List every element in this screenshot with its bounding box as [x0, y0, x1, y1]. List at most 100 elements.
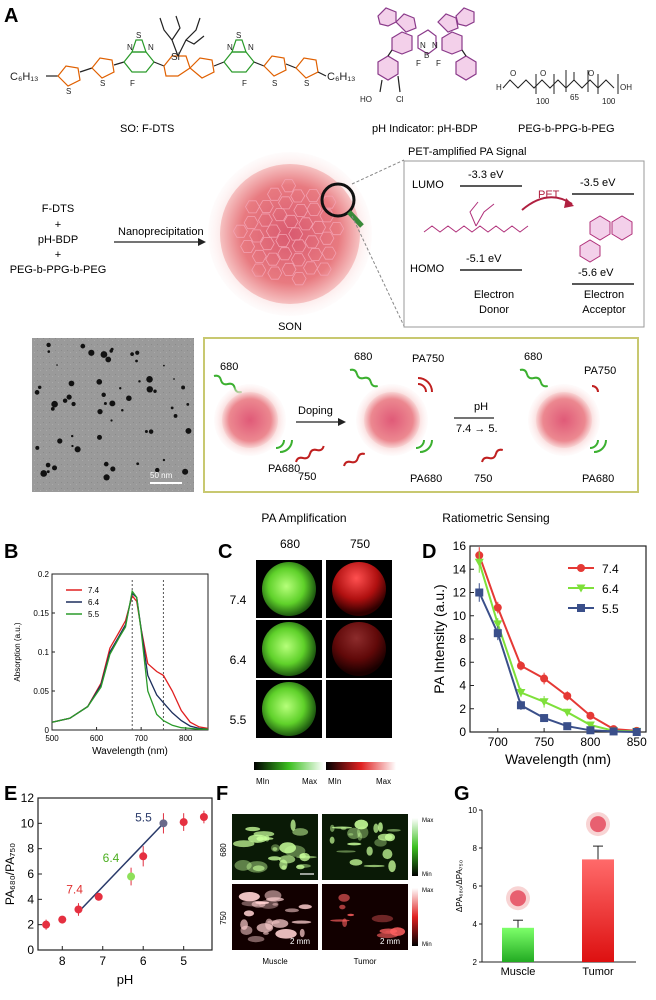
son-subunit — [265, 252, 281, 266]
data-point — [58, 915, 67, 924]
legend-label: 7.4 — [88, 586, 100, 595]
tissue-signal — [349, 859, 363, 866]
data-point — [563, 722, 572, 731]
x-tick-label: 750 — [534, 735, 554, 749]
tem-particle — [162, 458, 166, 462]
son-subunit — [291, 272, 307, 286]
zoom-line-top — [351, 159, 405, 185]
tem-particle — [155, 467, 160, 473]
data-point — [586, 711, 595, 720]
tem-particle — [97, 434, 102, 440]
son-subunit — [267, 187, 282, 201]
tissue-signal — [354, 819, 369, 830]
panel-label-f: F — [216, 783, 228, 805]
data-point — [493, 603, 502, 612]
f-label-3: F — [416, 59, 421, 68]
tem-particle — [126, 395, 132, 402]
son-subunit — [307, 248, 323, 262]
data-point — [609, 727, 618, 736]
n-label-5: N — [420, 41, 426, 50]
son-subunit — [303, 261, 318, 275]
y-tick-label: 4 — [473, 920, 478, 929]
tissue-signal — [290, 819, 296, 831]
y-axis-label: Absorption (a.u.) — [13, 622, 22, 681]
tissue-signal — [363, 864, 385, 868]
f-cbar-min-1: Min — [422, 872, 432, 878]
n-label-3: N — [227, 43, 233, 52]
data-point — [94, 892, 103, 901]
s-label-1: S — [136, 31, 141, 40]
ph-bdp-structure: N N B F F HO Cl — [360, 7, 477, 104]
x-tick-label: 5 — [180, 954, 187, 968]
x-tick-label: 500 — [45, 734, 59, 743]
tem-particle — [135, 350, 140, 355]
tem-particle — [119, 387, 122, 390]
tissue-signal — [263, 835, 270, 841]
data-point — [493, 629, 502, 638]
y-tick-label: 12 — [21, 791, 35, 805]
pa-wave-red-icon-2 — [417, 377, 433, 393]
tem-particle — [97, 409, 103, 415]
cbar-green-min: MIn — [256, 777, 269, 786]
ho-label: HO — [360, 95, 372, 104]
tissue-signal — [342, 918, 348, 928]
data-point — [563, 691, 572, 700]
y-tick-label: 0 — [459, 725, 466, 739]
son-subunit — [291, 239, 307, 253]
fdts-structure: C₆H₁₃ Si S S N N N N F F S S S S C — [10, 15, 356, 96]
tem-particle — [35, 445, 40, 450]
y-axis-label: PA Intensity (a.u.) — [431, 584, 447, 693]
annotation-label: 7.4 — [66, 883, 83, 897]
son-subunit — [245, 200, 260, 214]
son-subunit — [275, 234, 291, 248]
tem-particle — [52, 465, 58, 471]
f-col-tumor: Tumor — [354, 957, 377, 966]
donor-label-1: Electron — [474, 289, 514, 301]
tissue-signal — [366, 846, 373, 856]
tem-particle — [88, 349, 95, 356]
tissue-signal — [234, 860, 252, 871]
tem-particle — [130, 352, 134, 356]
tem-particle — [110, 419, 113, 422]
si-label: Si — [171, 52, 180, 63]
tem-particle — [153, 389, 157, 393]
x-axis-label: pH — [117, 972, 134, 987]
doping-label: Doping — [298, 405, 333, 417]
series-line-7.4 — [51, 594, 209, 730]
tissue-signal — [347, 827, 361, 840]
s-label-3: S — [66, 87, 71, 96]
pa750-3: PA750 — [584, 365, 616, 377]
n-label-2: N — [148, 43, 154, 52]
tem-particle — [70, 434, 74, 438]
tem-particle — [146, 386, 154, 393]
f-scale-1: 2 mm — [290, 937, 310, 946]
series-line-5.5 — [51, 589, 208, 730]
data-point — [576, 584, 586, 593]
excite-750-1: 750 — [298, 471, 316, 483]
tem-particle — [96, 378, 103, 385]
tissue-signal — [299, 928, 305, 938]
pet-box: PET-amplified PA Signal LUMO HOMO -3.3 e… — [403, 146, 645, 328]
c-green-disk — [262, 622, 316, 676]
data-point — [474, 558, 484, 567]
s-label-4: S — [100, 79, 105, 88]
panel-label-g: G — [454, 783, 470, 805]
struct-label-peg: PEG-b-PPG-b-PEG — [518, 123, 615, 135]
tissue-signal — [356, 826, 369, 839]
arrowhead-icon — [198, 238, 206, 246]
tissue-signal — [376, 932, 398, 939]
n100-label-a: 100 — [536, 97, 550, 106]
tem-particle — [50, 407, 55, 411]
tissue-signal — [347, 913, 355, 917]
c-green-disk — [262, 562, 316, 616]
tem-particle — [138, 380, 141, 383]
f-cbar-min-2: Min — [422, 942, 432, 948]
y-tick-label: 6 — [27, 867, 34, 881]
data-point — [179, 818, 188, 827]
tem-particle — [109, 349, 113, 353]
y-tick-label: 16 — [453, 539, 467, 553]
magnifier-handle-icon — [347, 210, 364, 228]
tem-particle — [105, 356, 112, 363]
f-label-1: F — [130, 79, 135, 88]
